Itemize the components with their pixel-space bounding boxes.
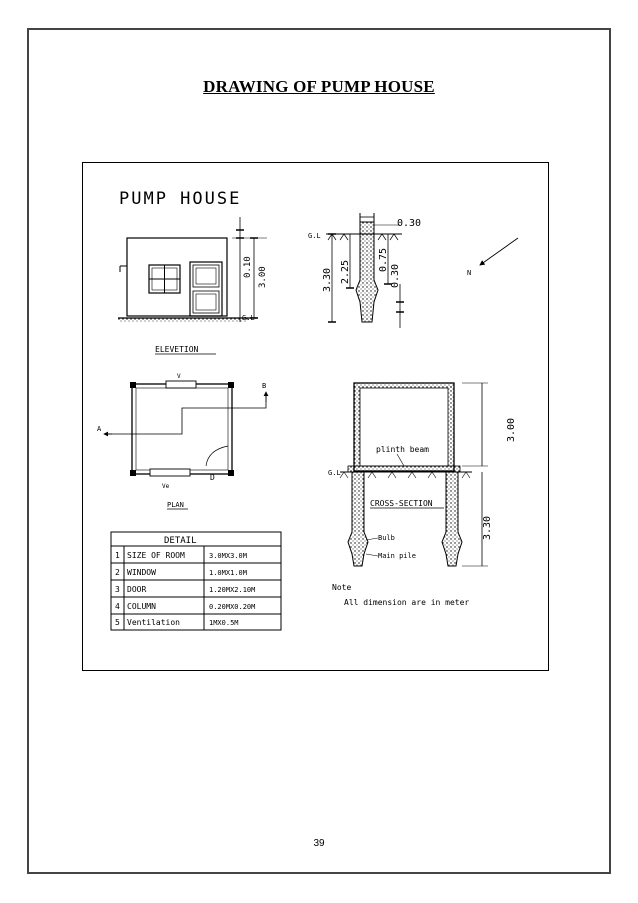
detail-row-3-value: 1.20MX2.10M	[209, 586, 255, 594]
page-title: DRAWING OF PUMP HOUSE	[203, 77, 435, 96]
detail-row-3-item: DOOR	[127, 585, 146, 594]
detail-row-4-value: 0.20MX0.20M	[209, 603, 255, 611]
detail-row-4-item: COLUMN	[127, 602, 156, 611]
plan-door-swing	[205, 445, 229, 467]
detail-row-1-item: SIZE OF ROOM	[127, 551, 185, 560]
detail-row-5-item: Ventilation	[127, 618, 180, 627]
plan-label: PLAN	[167, 501, 184, 509]
plan-mark-v-top: V	[177, 373, 181, 380]
plan-vent-top	[165, 380, 197, 389]
page-number: 39	[313, 838, 325, 849]
drawing-heading: PUMP HOUSE	[119, 189, 241, 209]
cross-pile-left	[347, 471, 369, 567]
elevation-door	[189, 261, 223, 317]
drawing-frame	[82, 162, 549, 671]
detail-row-1-no: 1	[115, 551, 120, 560]
cross-section-view: plinth beam G.L CROSS-SECTION Bulb Main …	[328, 382, 517, 567]
pile-dim-shaft: 2.25	[340, 260, 351, 284]
detail-title: DETAIL	[164, 536, 197, 546]
pile-dim-total: 3.30	[322, 268, 333, 292]
plan-vent-bottom	[149, 468, 191, 477]
plinth-beam	[347, 465, 461, 473]
cross-plinth-label: plinth beam	[376, 445, 429, 454]
elevation-dim-height: 3.00	[258, 266, 268, 288]
elevation-view: G.L 0.10 3.00 ELEVETION	[118, 217, 268, 355]
detail-row-2-no: 2	[115, 568, 120, 577]
detail-row-5-no: 5	[115, 618, 120, 627]
detail-row-5-value: 1MX0.5M	[209, 619, 239, 627]
note-text: All dimension are in meter	[344, 598, 469, 607]
elevation-dim-top: 0.10	[243, 256, 253, 278]
plan-mark-a: A	[97, 425, 102, 433]
pile-dim-upper: 0.75	[378, 248, 389, 272]
north-label: N	[467, 269, 471, 277]
cross-section-label: CROSS-SECTION	[370, 499, 433, 508]
detail-row-1-value: 3.0MX3.0M	[209, 552, 247, 560]
cross-pile-right	[441, 471, 463, 567]
pile-dim-width: 0.30	[397, 218, 421, 229]
detail-table: DETAIL 1 SIZE OF ROOM 3.0MX3.0M 2 WINDOW…	[110, 531, 282, 631]
plan-mark-b: B	[262, 382, 266, 390]
pile-gl: G.L	[308, 232, 321, 240]
plan-view: V Ve D A B PLAN	[97, 373, 269, 510]
detail-row-2-value: 1.0MX1.0M	[209, 569, 247, 577]
cross-dim-upper: 3.00	[506, 418, 517, 442]
detail-row-3-no: 3	[115, 585, 120, 594]
pump-house-drawing: PUMP HOUSE G.L 0.10 3.00 ELEVETION	[97, 189, 519, 631]
cross-gl: G.L	[328, 469, 341, 477]
north-arrow: N	[467, 237, 519, 277]
pile-body	[355, 221, 379, 323]
cross-dim-lower: 3.30	[482, 516, 493, 540]
page-border	[27, 28, 611, 874]
plan-mark-d: D	[210, 473, 215, 482]
plan-mark-v-bottom: Ve	[162, 483, 170, 490]
detail-row-2-item: WINDOW	[127, 568, 156, 577]
pile-dim-lower: 0.30	[390, 264, 401, 288]
note-heading: Note	[332, 583, 351, 592]
elevation-gl: G.L	[242, 314, 255, 322]
cross-bulb-label: Bulb	[378, 534, 395, 542]
cross-main-pile-label: Main pile	[378, 552, 416, 560]
detail-row-4-no: 4	[115, 602, 120, 611]
pile-section-view: G.L 0.30 3.30 2.25 0.75 0.30	[308, 213, 421, 328]
elevation-label: ELEVETION	[155, 345, 199, 354]
